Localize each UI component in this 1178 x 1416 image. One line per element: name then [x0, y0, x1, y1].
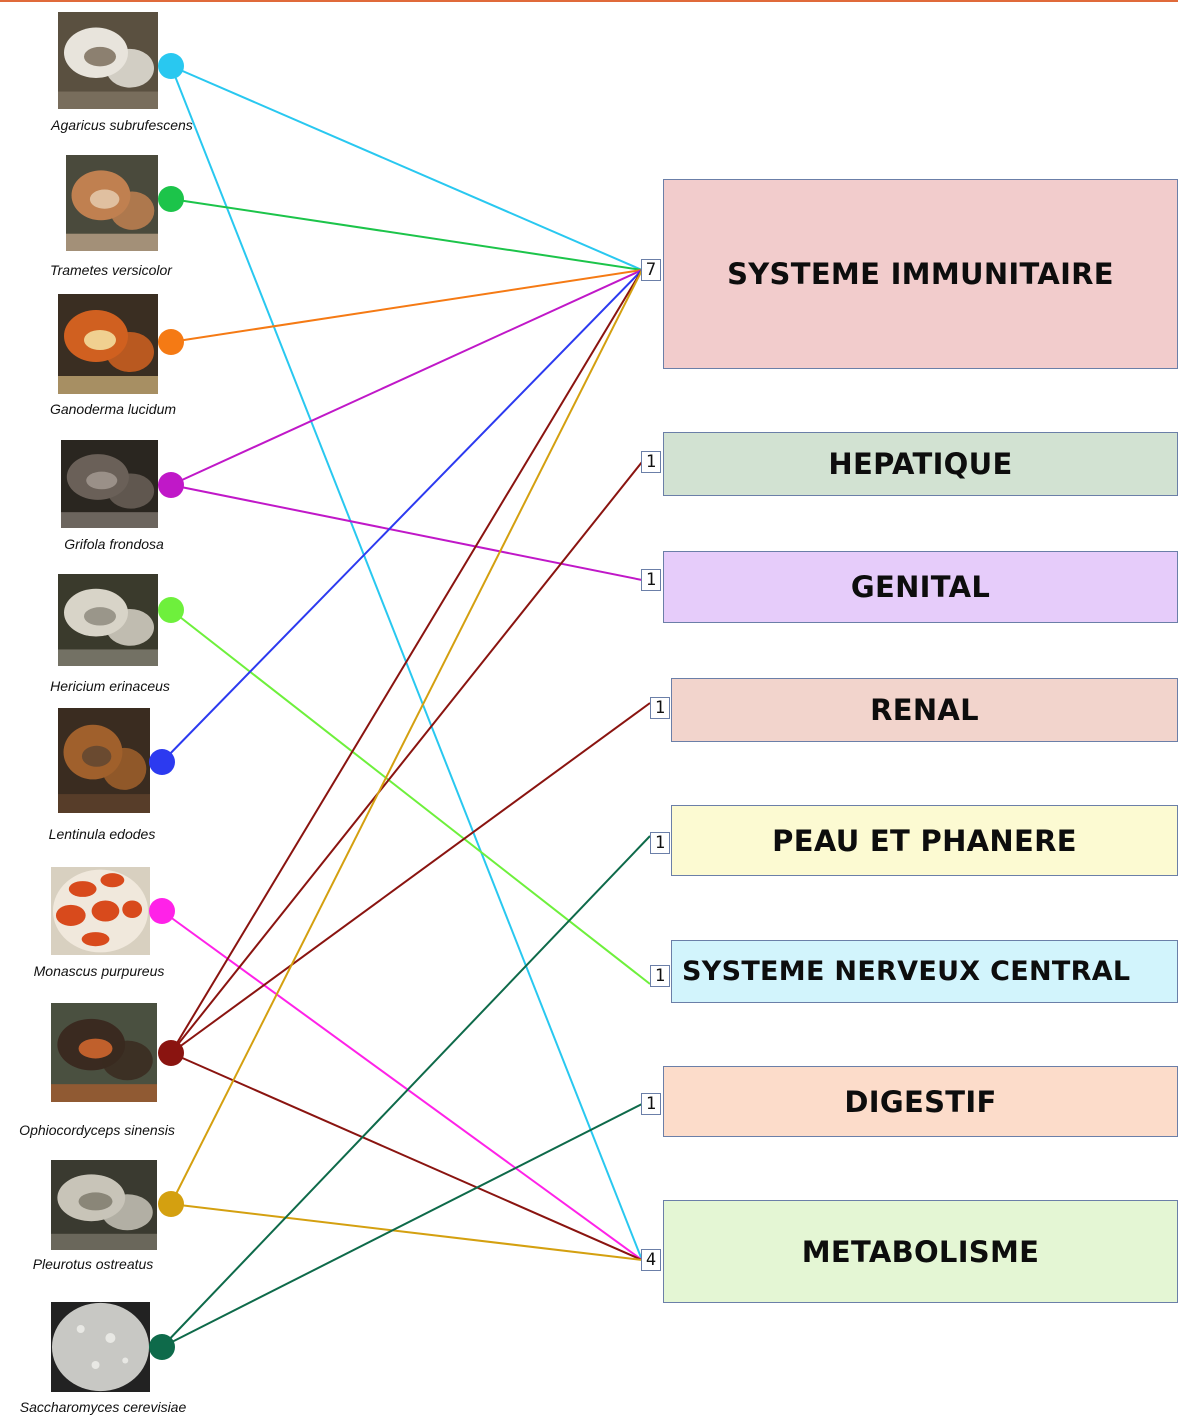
- system-box: SYSTEME NERVEUX CENTRAL: [671, 940, 1178, 1003]
- system-box: GENITAL: [663, 551, 1178, 623]
- link-line: [161, 835, 651, 1348]
- system-label: GENITAL: [850, 570, 991, 604]
- link-line: [170, 198, 643, 271]
- oyster-mushroom-icon: [51, 1160, 157, 1250]
- link-count-badge: 7: [641, 259, 661, 281]
- link-line: [170, 461, 643, 1054]
- system-label: SYSTEME IMMUNITAIRE: [727, 257, 1114, 291]
- organism-name: Trametes versicolor: [50, 262, 172, 278]
- system-box: SYSTEME IMMUNITAIRE: [663, 179, 1178, 369]
- link-line: [170, 269, 643, 343]
- organism-name: Monascus purpureus: [33, 963, 165, 979]
- link-count-badge: 1: [650, 832, 670, 854]
- lions-mane-icon: [58, 574, 158, 666]
- organism-name: Ophiocordyceps sinensis: [19, 1122, 175, 1138]
- organism-connector-dot: [158, 597, 184, 623]
- system-box: RENAL: [671, 678, 1178, 742]
- system-label: PEAU ET PHANERE: [772, 823, 1077, 858]
- organism-name: Agaricus subrufescens: [51, 117, 193, 133]
- bracket-fungus-icon: [66, 155, 158, 251]
- link-line: [170, 702, 651, 1054]
- organism-connector-dot: [158, 1040, 184, 1066]
- system-box: METABOLISME: [663, 1200, 1178, 1303]
- system-label: SYSTEME NERVEUX CENTRAL: [682, 956, 1131, 987]
- system-label: DIGESTIF: [844, 1084, 997, 1119]
- cordyceps-icon: [51, 1003, 157, 1102]
- reishi-icon: [58, 294, 158, 394]
- system-label: METABOLISME: [801, 1234, 1040, 1269]
- link-line: [170, 1203, 643, 1261]
- link-line: [170, 609, 651, 985]
- link-line: [170, 484, 643, 581]
- organism-connector-dot: [158, 186, 184, 212]
- shiitake-icon: [58, 708, 150, 813]
- link-line: [161, 269, 643, 763]
- petri-dish-red-colonies-icon: [51, 867, 150, 955]
- link-line: [170, 65, 643, 271]
- system-box: PEAU ET PHANERE: [671, 805, 1178, 876]
- link-line: [170, 269, 643, 486]
- organism-connector-dot: [149, 749, 175, 775]
- organism-connector-dot: [158, 472, 184, 498]
- organism-name: Hericium erinaceus: [50, 678, 170, 694]
- top-border-line: [0, 0, 1178, 2]
- organism-name: Saccharomyces cerevisiae: [19, 1399, 187, 1415]
- maitake-icon: [61, 440, 158, 528]
- organism-name: Lentinula edodes: [48, 826, 156, 842]
- organism-connector-dot: [158, 1191, 184, 1217]
- link-count-badge: 1: [641, 1093, 661, 1115]
- system-label: RENAL: [870, 693, 979, 727]
- system-label: HEPATIQUE: [828, 447, 1013, 481]
- organism-connector-dot: [149, 1334, 175, 1360]
- link-count-badge: 1: [650, 697, 670, 719]
- link-line: [170, 269, 643, 1054]
- link-count-badge: 4: [641, 1249, 661, 1271]
- link-line: [170, 1052, 643, 1261]
- link-count-badge: 1: [641, 451, 661, 473]
- link-line: [161, 910, 643, 1261]
- link-count-badge: 1: [650, 965, 670, 987]
- link-count-badge: 1: [641, 569, 661, 591]
- organism-name: Ganoderma lucidum: [49, 401, 177, 417]
- system-box: DIGESTIF: [663, 1066, 1178, 1137]
- organism-connector-dot: [158, 329, 184, 355]
- link-line: [161, 1103, 643, 1348]
- link-line: [170, 269, 643, 1205]
- yeast-plate-icon: [51, 1302, 150, 1392]
- organism-name: Grifola frondosa: [64, 536, 164, 552]
- organism-connector-dot: [158, 53, 184, 79]
- mushroom-white-cap-icon: [58, 12, 158, 109]
- organism-name: Pleurotus ostreatus: [32, 1256, 154, 1272]
- system-box: HEPATIQUE: [663, 432, 1178, 496]
- organism-connector-dot: [149, 898, 175, 924]
